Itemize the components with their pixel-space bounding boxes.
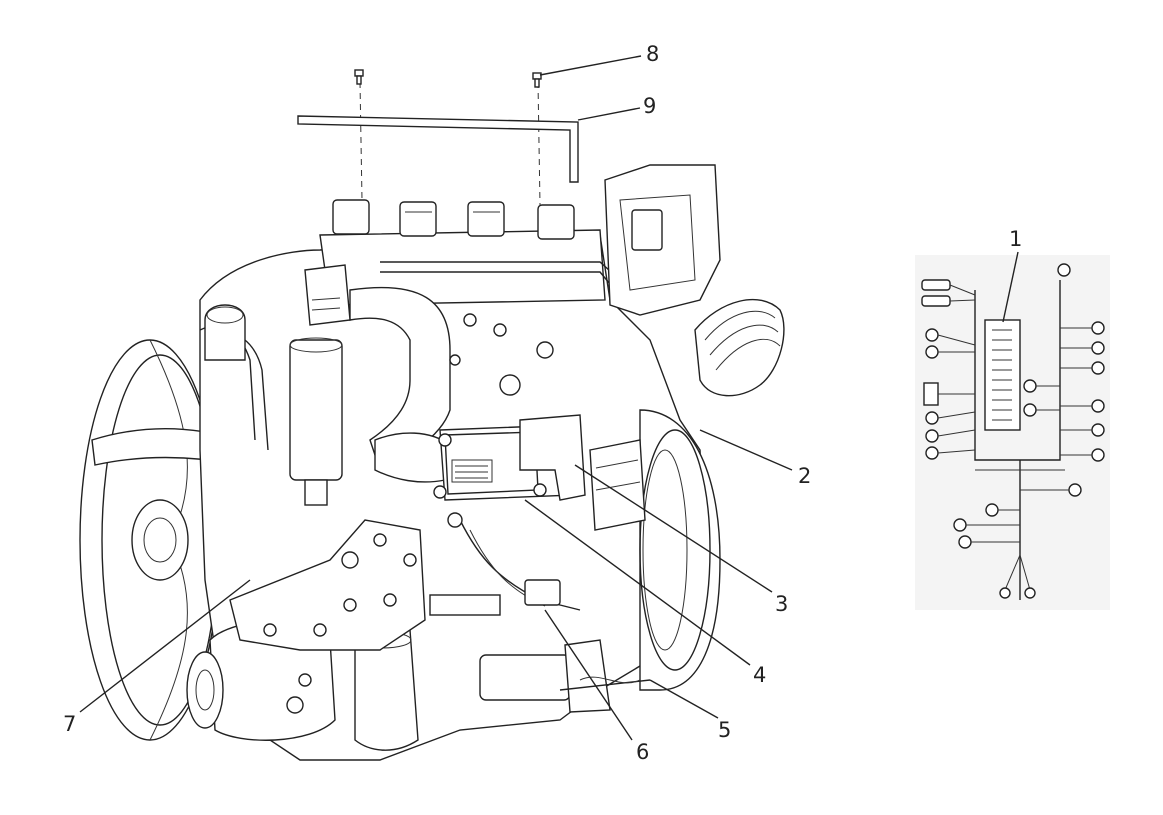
callout-6: 6 xyxy=(636,740,649,764)
injector-caps xyxy=(332,199,575,240)
alternator xyxy=(186,620,336,741)
callout-8: 8 xyxy=(646,42,659,66)
air-hose xyxy=(694,298,785,397)
cooling-fan xyxy=(79,339,221,741)
leader-lines xyxy=(79,55,1019,741)
callout-5: 5 xyxy=(718,718,731,742)
callout-labels: 1 2 3 4 5 6 7 8 9 xyxy=(63,42,1022,764)
fuel-filter xyxy=(289,337,343,506)
bracket-bar-9 xyxy=(297,115,579,183)
callout-7: 7 xyxy=(63,712,76,736)
callout-3: 3 xyxy=(775,592,788,616)
callout-4: 4 xyxy=(753,663,766,687)
flywheel-housing xyxy=(589,409,721,691)
starter-motor xyxy=(479,639,651,713)
callout-9: 9 xyxy=(643,94,656,118)
wiring-harness-inset xyxy=(915,255,1110,610)
callout-1: 1 xyxy=(1009,227,1022,251)
callout-2: 2 xyxy=(798,464,811,488)
engine-assembly xyxy=(79,81,785,761)
bolt-8 xyxy=(354,69,542,88)
